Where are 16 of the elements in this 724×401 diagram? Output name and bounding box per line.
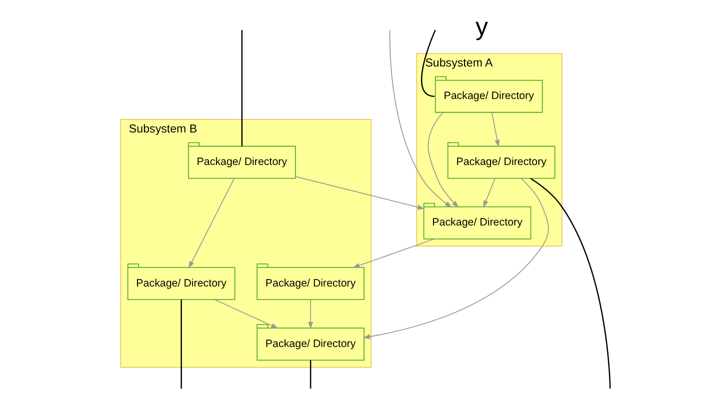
arrow <box>308 299 314 330</box>
connector <box>310 360 312 389</box>
label: y <box>476 13 488 42</box>
arrow <box>491 112 500 148</box>
connector <box>421 30 436 97</box>
arrow <box>295 176 425 210</box>
arrow <box>389 30 452 208</box>
connector <box>241 30 243 146</box>
arrow <box>428 112 459 208</box>
arrow <box>188 178 235 269</box>
arrow <box>362 178 549 340</box>
arrow <box>352 238 434 268</box>
arrow <box>483 178 496 208</box>
arrow <box>214 299 278 329</box>
connector <box>180 300 182 389</box>
connector <box>530 178 611 389</box>
